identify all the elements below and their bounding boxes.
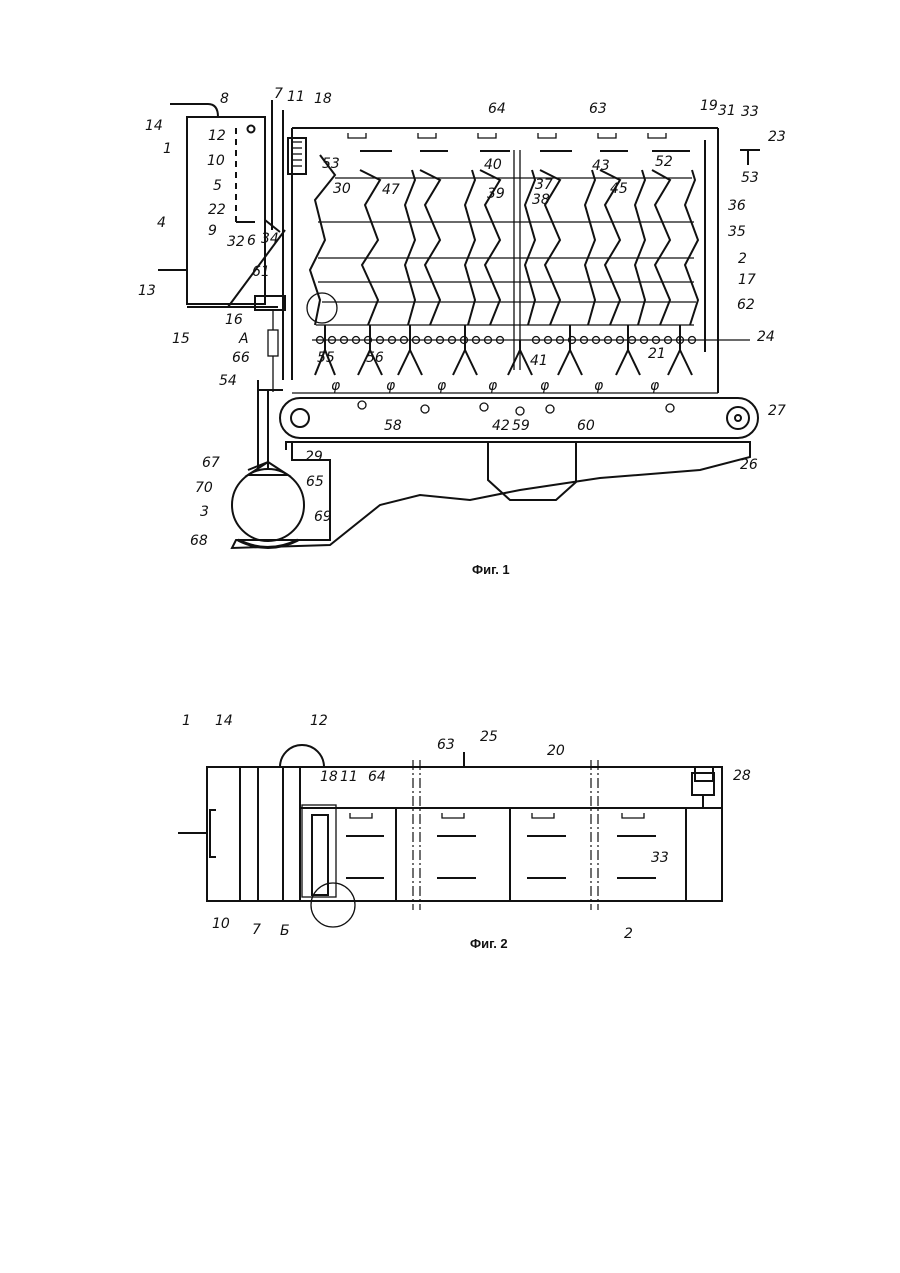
- label: 53: [741, 170, 759, 186]
- label: 54: [219, 373, 237, 389]
- label: 12: [310, 713, 328, 729]
- svg-text:φ: φ: [488, 378, 498, 394]
- label: 64: [368, 769, 386, 785]
- label: 30: [333, 181, 351, 197]
- label: 28: [733, 768, 751, 784]
- label: 60: [577, 418, 595, 434]
- label: 15: [172, 331, 190, 347]
- roller-row: [312, 337, 750, 344]
- label: 64: [488, 101, 506, 117]
- label: 55: [317, 350, 335, 366]
- label: А: [238, 331, 249, 347]
- label: 33: [651, 850, 669, 866]
- label: 1: [163, 141, 172, 157]
- label: 2: [738, 251, 747, 267]
- label: 63: [437, 737, 455, 753]
- label: Б: [280, 923, 290, 939]
- label: 40: [484, 157, 502, 173]
- label: 9: [208, 223, 217, 239]
- label: 41: [530, 353, 548, 369]
- figure-2-caption: Фиг. 2: [470, 936, 508, 951]
- label: 32: [227, 234, 245, 250]
- label: 62: [737, 297, 755, 313]
- label: 16: [225, 312, 243, 328]
- label: 37: [535, 177, 553, 193]
- label: 45: [610, 181, 628, 197]
- svg-text:φ: φ: [594, 378, 604, 394]
- label: 33: [741, 104, 759, 120]
- label: 52: [655, 154, 673, 170]
- label: 4: [157, 215, 166, 231]
- label: 3: [200, 504, 209, 520]
- label: 20: [547, 743, 565, 759]
- label: 35: [728, 224, 746, 240]
- label: 6: [247, 233, 256, 249]
- label: 31: [718, 103, 736, 119]
- label: 10: [207, 153, 225, 169]
- label: 65: [306, 474, 324, 490]
- label: 12: [208, 128, 226, 144]
- figure-2: 1 14 12 63 25 20 28 18 11 64 33 10 7 Б 2…: [178, 713, 751, 951]
- label: 10: [212, 916, 230, 932]
- label: 11: [287, 89, 305, 105]
- label: 7: [252, 922, 261, 938]
- label: 2: [624, 926, 633, 942]
- svg-text:φ: φ: [650, 378, 660, 394]
- label: 17: [738, 272, 756, 288]
- label: 14: [215, 713, 233, 729]
- label: 18: [320, 769, 338, 785]
- svg-text:φ: φ: [540, 378, 550, 394]
- label: 21: [648, 346, 666, 362]
- label: 18: [314, 91, 332, 107]
- label: 47: [382, 182, 400, 198]
- top-hoppers: [348, 133, 690, 151]
- label: 29: [305, 449, 323, 465]
- label: 43: [592, 158, 610, 174]
- label: 58: [384, 418, 402, 434]
- label: 66: [232, 350, 250, 366]
- label: 22: [208, 202, 226, 218]
- label: 7: [274, 86, 283, 102]
- figure-1: φφφ φφφ φ: [138, 86, 786, 577]
- label: 14: [145, 118, 163, 134]
- label: 70: [195, 480, 213, 496]
- label: 67: [202, 455, 220, 471]
- label: 19: [700, 98, 718, 114]
- label: 63: [589, 101, 607, 117]
- label: 8: [220, 91, 229, 107]
- plan-view-sections: [300, 752, 722, 910]
- svg-text:φ: φ: [331, 378, 341, 394]
- figure-1-caption: Фиг. 1: [472, 562, 510, 577]
- label: 34: [261, 231, 279, 247]
- label: 26: [740, 457, 758, 473]
- svg-text:φ: φ: [437, 378, 447, 394]
- label: 25: [480, 729, 498, 745]
- label: 36: [728, 198, 746, 214]
- label: 61: [252, 264, 270, 280]
- svg-text:φ: φ: [386, 378, 396, 394]
- label: 11: [340, 769, 358, 785]
- label: 23: [768, 129, 786, 145]
- label: 38: [532, 192, 550, 208]
- label: 42: [492, 418, 510, 434]
- label: 53: [322, 156, 340, 172]
- label: 56: [366, 350, 384, 366]
- label: 59: [512, 418, 530, 434]
- label: 39: [487, 186, 505, 202]
- label: 24: [757, 329, 775, 345]
- label: 1: [182, 713, 191, 729]
- label: 13: [138, 283, 156, 299]
- label: 69: [314, 509, 332, 525]
- label: 5: [213, 178, 222, 194]
- label: 27: [768, 403, 786, 419]
- label: 68: [190, 533, 208, 549]
- figure-2-labels: 1 14 12 63 25 20 28 18 11 64 33 10 7 Б 2: [182, 713, 751, 942]
